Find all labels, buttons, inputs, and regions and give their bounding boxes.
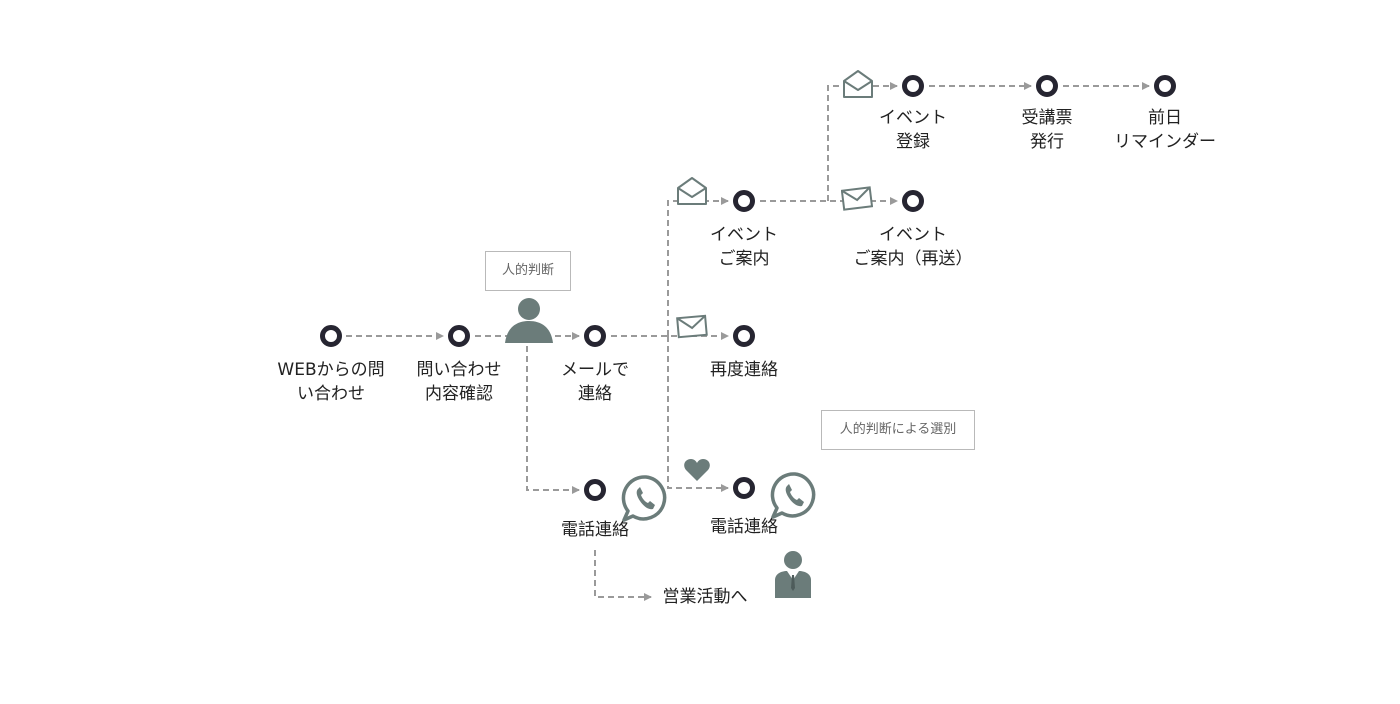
node-phone-contact-2 <box>733 477 755 499</box>
label-line: 営業活動へ <box>662 587 748 607</box>
label-line: 前日 <box>1148 108 1182 128</box>
label-line: 問い合わせ <box>416 360 502 380</box>
label-line: 受講票 <box>1021 108 1073 128</box>
label-inquiry-check: 問い合わせ 内容確認 <box>374 358 544 406</box>
label-line: WEBからの問 <box>277 360 385 380</box>
label-to-sales: 営業活動へ <box>620 585 790 609</box>
label-line: 連絡 <box>578 384 612 404</box>
node-recontact <box>733 325 755 347</box>
connector-to-register <box>827 82 898 201</box>
node-event-guide <box>733 190 755 212</box>
label-ticket-issue: 受講票 発行 <box>962 106 1132 154</box>
label-line: 電話連絡 <box>710 517 778 537</box>
label-line: リマインダー <box>1114 132 1216 152</box>
label-recontact: 再度連絡 <box>659 358 829 382</box>
label-line: 発行 <box>1030 132 1064 152</box>
label-line: ご案内（再送） <box>853 249 973 269</box>
node-day-before-reminder <box>1154 75 1176 97</box>
label-line: い合わせ <box>297 384 365 404</box>
label-day-before-reminder: 前日 リマインダー <box>1080 106 1250 154</box>
label-line: イベント <box>879 108 947 128</box>
node-mail-contact <box>584 325 606 347</box>
label-mail-contact: メールで 連絡 <box>510 358 680 406</box>
phone-chat-icon <box>770 472 816 519</box>
node-inquiry-check <box>448 325 470 347</box>
person-icon <box>505 298 553 343</box>
label-line: 内容確認 <box>425 384 493 404</box>
note-selection-by-judgment: 人的判断による選別 <box>821 410 975 450</box>
label-line: 登録 <box>896 132 930 152</box>
label-line: 電話連絡 <box>561 520 629 540</box>
node-web-inquiry <box>320 325 342 347</box>
label-phone-contact-1: 電話連絡 <box>510 518 680 542</box>
heart-icon <box>684 459 710 481</box>
label-line: メールで <box>561 360 629 380</box>
connector-to-phone-1 <box>526 336 580 494</box>
connector-to-phone-2 <box>667 336 729 492</box>
label-event-guide: イベント ご案内 <box>659 223 829 271</box>
node-ticket-issue <box>1036 75 1058 97</box>
label-line: ご案内 <box>718 249 770 269</box>
label-web-inquiry: WEBからの問 い合わせ <box>246 358 416 406</box>
label-event-guide-resend: イベント ご案内（再送） <box>828 223 998 271</box>
businessman-icon <box>775 551 811 598</box>
note-human-judgment: 人的判断 <box>485 251 571 291</box>
label-line: イベント <box>710 225 778 245</box>
label-event-register: イベント 登録 <box>828 106 998 154</box>
label-line: 再度連絡 <box>710 360 778 380</box>
node-event-guide-resend <box>902 190 924 212</box>
envelope-icon <box>841 186 873 211</box>
phone-chat-icon <box>621 475 667 522</box>
envelope-icon <box>676 314 708 339</box>
node-event-register <box>902 75 924 97</box>
connector-to-event-guide <box>667 197 729 336</box>
label-line: イベント <box>879 225 947 245</box>
label-phone-contact-2: 電話連絡 <box>659 515 829 539</box>
envelope-open-icon <box>677 177 707 205</box>
node-phone-contact-1 <box>584 479 606 501</box>
envelope-open-icon <box>843 70 873 98</box>
connector-to-sales <box>594 550 652 601</box>
